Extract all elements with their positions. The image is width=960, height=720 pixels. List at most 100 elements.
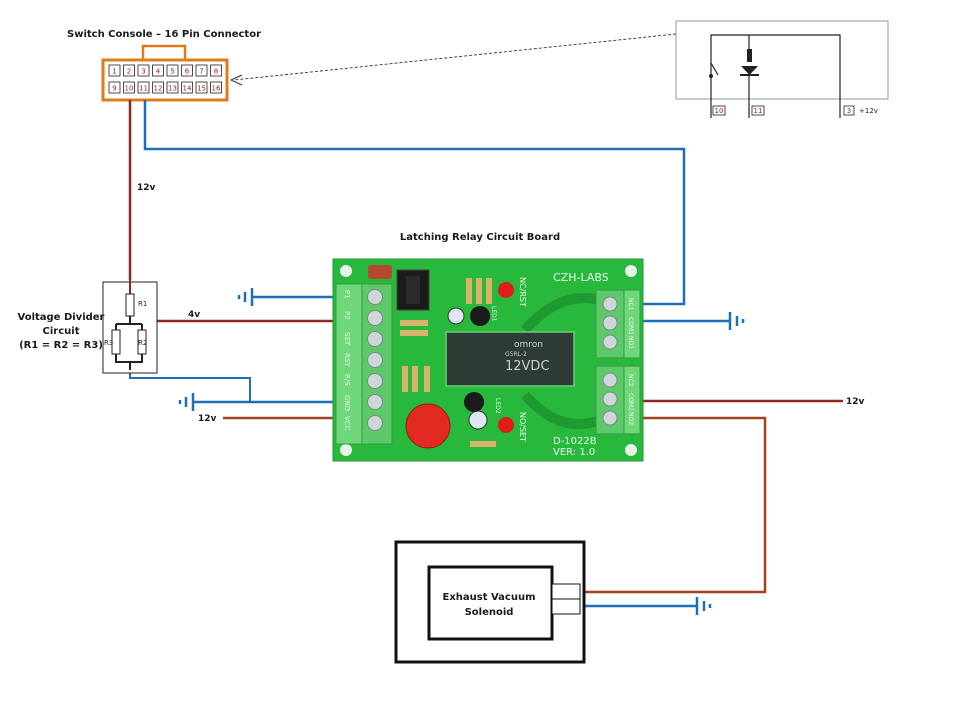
- mount-hole-icon: [625, 265, 637, 277]
- pin-box-10: [712, 105, 726, 116]
- wire-label-12v-input: 12v: [198, 414, 217, 424]
- connector-pin-label: 11: [139, 85, 148, 93]
- ic-socket: [406, 276, 420, 304]
- right-terminal-label: NC2: [627, 374, 634, 387]
- switch-detail-bus: [710, 34, 841, 118]
- connector-pin-box: [137, 64, 150, 77]
- right-terminal-label: COM1: [627, 317, 634, 335]
- switch-detail-box: 10 11 3 +12v: [675, 20, 889, 118]
- right-bottom-terminal-label-strip: [623, 365, 641, 435]
- led-no-set-icon: [498, 417, 514, 433]
- relay-rating: 12VDC: [505, 359, 550, 374]
- solenoid-label-1: Exhaust Vacuum: [442, 592, 535, 603]
- terminal-screw: [367, 373, 383, 389]
- left-terminal-label: P1: [343, 290, 351, 299]
- led-bottom-label: NO/SET: [518, 412, 527, 442]
- pin-label-3: 3: [847, 107, 851, 115]
- left-terminal-label: GND: [343, 395, 351, 411]
- electrolytic-cap-icon: [447, 307, 465, 325]
- connector-pin-box: [181, 81, 193, 94]
- connector-pin-label: 1: [112, 68, 116, 76]
- led2-label: LED2: [494, 398, 501, 414]
- supply-label: +12v: [859, 107, 878, 115]
- terminal-screw: [367, 331, 383, 347]
- ground-icon: [728, 312, 745, 330]
- left-terminal-label: P2: [343, 311, 351, 320]
- solenoid-label-2: Solenoid: [465, 607, 514, 618]
- connector-pin-box: [195, 81, 208, 94]
- resistor-icon: [470, 441, 496, 447]
- switch-console-title: Switch Console – 16 Pin Connector: [67, 29, 261, 40]
- switch-contact-icon: [710, 62, 719, 76]
- mount-hole-icon: [340, 444, 352, 456]
- arrow-head-icon: [229, 74, 243, 86]
- connector-latch: [141, 44, 187, 62]
- terminal-screw: [602, 334, 618, 350]
- terminal-screw: [602, 372, 618, 388]
- resistor-icon: [412, 366, 418, 392]
- resistor-r1-icon: [125, 293, 135, 317]
- connector-pin-box: [123, 64, 135, 77]
- pin-label-10: 10: [715, 107, 724, 115]
- connector-pin-label: 9: [112, 85, 116, 93]
- connector-pin-box: [152, 64, 164, 77]
- voltage-divider-label-2: Circuit: [43, 326, 80, 337]
- ground-icon: [695, 597, 712, 615]
- left-terminal-label: SET: [343, 332, 351, 346]
- connector-pin-box: [108, 64, 121, 77]
- resistor-icon: [402, 366, 408, 392]
- mount-hole-icon: [625, 444, 637, 456]
- led-nc-rst-icon: [498, 282, 514, 298]
- diode-icon: [741, 66, 758, 75]
- right-terminal-label: NO1: [627, 336, 634, 349]
- connector-pin-label: 5: [170, 68, 174, 76]
- connector-pin-label: 4: [156, 68, 161, 76]
- connector-pin-box: [210, 64, 222, 77]
- wire-board-to-solenoid: [580, 416, 767, 594]
- resistor-label-r2: R2: [138, 339, 147, 347]
- resistor-icon: [424, 366, 430, 392]
- ground-icon: [178, 393, 195, 411]
- pcb-trace: [521, 293, 602, 334]
- right-terminal-label: COM2: [627, 393, 634, 411]
- relay-brand: omron: [514, 340, 543, 350]
- right-top-terminal-label-strip: [623, 289, 641, 359]
- right-terminal-label: NO2: [627, 412, 634, 425]
- connector-pin-label: 12: [154, 85, 163, 93]
- left-terminal-label: RST: [343, 353, 351, 367]
- left-terminal-label: VCC: [343, 416, 351, 431]
- resistor-icon: [476, 278, 482, 304]
- left-terminal-label: R/S: [343, 374, 351, 386]
- connector-pin-label: 16: [212, 85, 221, 93]
- voltage-divider-label-3: (R1 = R2 = R3): [19, 340, 103, 351]
- led1-label: LED1: [490, 306, 497, 322]
- connector-pin-label: 15: [197, 85, 206, 93]
- reset-push-button[interactable]: [405, 403, 451, 449]
- connector-pin-box: [210, 81, 222, 94]
- connector-pin-label: 3: [141, 68, 145, 76]
- connector-pin-label: 8: [214, 68, 218, 76]
- right-terminal-label: NC1: [627, 298, 634, 311]
- connector-pin-box: [181, 64, 193, 77]
- relay-icon: [445, 331, 575, 387]
- pin-box-3: [843, 105, 855, 116]
- connector-pin-label: 6: [185, 68, 190, 76]
- voltage-divider-circuit: R1 R3 R2: [102, 280, 158, 374]
- led-top-label: NC/RST: [518, 277, 527, 307]
- connector-pin-label: 2: [127, 68, 131, 76]
- relay-model: G5RL-2: [505, 351, 527, 358]
- pin-box-11: [751, 105, 765, 116]
- terminal-screw: [602, 391, 618, 407]
- connector-pin-label: 14: [183, 85, 192, 93]
- connector-pin-box: [152, 81, 164, 94]
- switch-detail-frame: [675, 20, 889, 100]
- connector-pin-label: 10: [125, 85, 134, 93]
- detail-pointer-line: [233, 33, 677, 81]
- connector-pin-box: [137, 81, 150, 94]
- resistor-icon: [400, 320, 428, 326]
- relay-board-title: Latching Relay Circuit Board: [400, 232, 560, 243]
- exhaust-vacuum-solenoid: Exhaust Vacuum Solenoid: [394, 540, 586, 664]
